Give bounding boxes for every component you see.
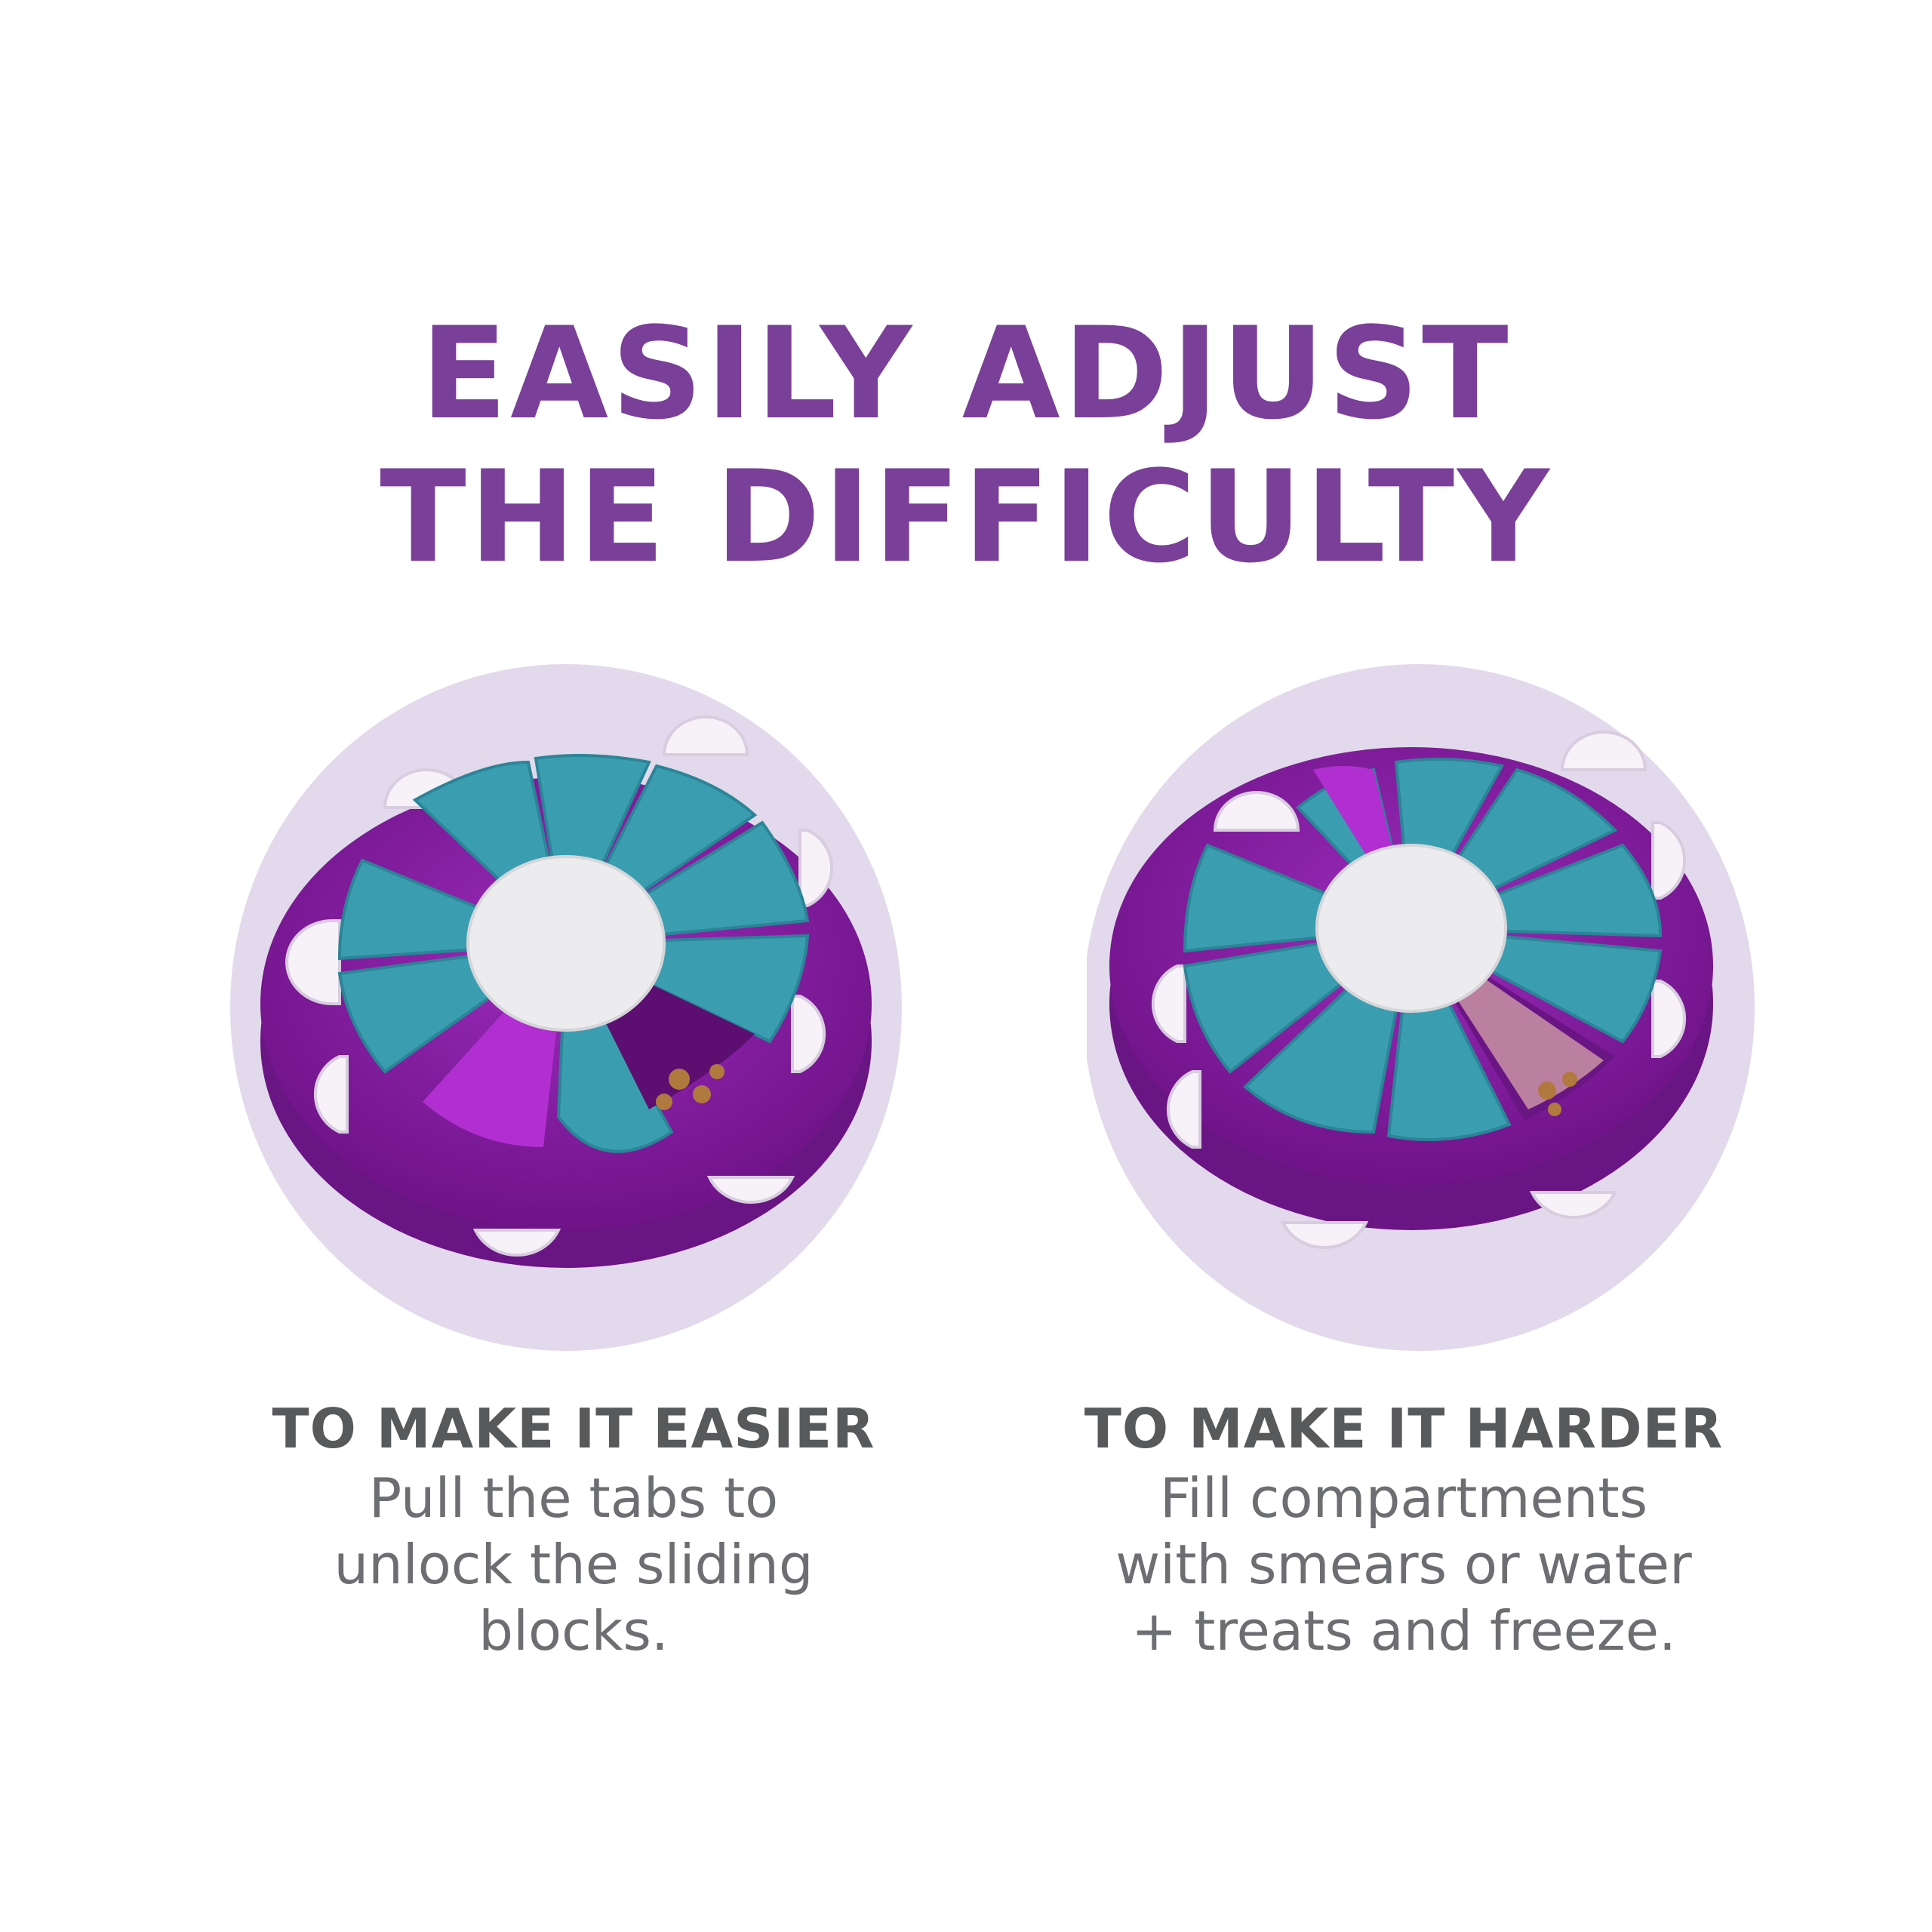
harder-line-1: Fill compartments [1159, 1466, 1648, 1530]
center-disc [1315, 844, 1507, 1013]
harder-product-image [1087, 649, 1811, 1358]
easier-product-image [226, 649, 951, 1358]
harder-line-2: with smears or water [1115, 1533, 1692, 1596]
treats [656, 1064, 724, 1110]
easier-line-2: unlock the sliding [334, 1533, 814, 1596]
harder-title: TO MAKE IT HARDER [1084, 1397, 1724, 1460]
headline-line-1: EASILY ADJUST [420, 300, 1512, 448]
treats [1538, 1072, 1577, 1116]
easier-caption: TO MAKE IT EASIER Pull the tabs to unloc… [196, 1392, 951, 1664]
tabs [1151, 731, 1687, 1250]
harder-caption: TO MAKE IT HARDER Fill compartments with… [1026, 1392, 1781, 1664]
easier-line-1: Pull the tabs to [368, 1466, 779, 1530]
center-disc [466, 855, 666, 1032]
harder-line-3: + treats and freeze. [1131, 1599, 1676, 1663]
easier-puzzle-illustration [230, 664, 902, 1351]
tabs [285, 715, 834, 1257]
headline-line-2: THE DIFFICULTY [380, 443, 1552, 591]
headline: EASILY ADJUST THE DIFFICULTY [0, 302, 1932, 589]
easier-line-3: blocks. [478, 1599, 669, 1663]
easier-title: TO MAKE IT EASIER [272, 1397, 875, 1460]
harder-puzzle-illustration [1087, 664, 1755, 1351]
